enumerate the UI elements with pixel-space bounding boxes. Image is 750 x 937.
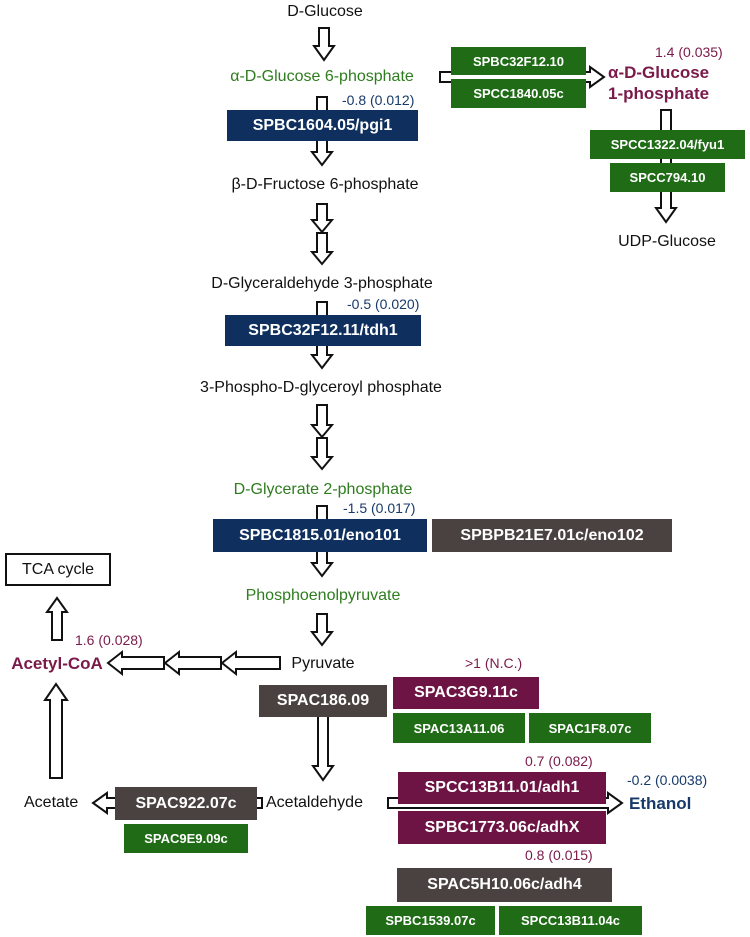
arrow-f6p-step1 — [309, 203, 335, 234]
arrow-pep-to-pyruvate — [309, 613, 335, 647]
metabolite-phosphoglyceroyl-phosphate: 3-Phospho-D-glyceroyl phosphate — [200, 379, 442, 396]
value-pgi1: -0.8 (0.012) — [342, 92, 415, 108]
metabolite-acetate: Acetate — [24, 794, 79, 811]
arrow-f6p-step2 — [309, 232, 335, 266]
gene-spac1f8-07c: SPAC1F8.07c — [529, 713, 651, 743]
metabolite-acetyl-coa: Acetyl-CoA — [11, 654, 103, 673]
metabolite-glucose-1-phosphate-line2: 1-phosphate — [608, 84, 710, 103]
gene-spac9e9-09c: SPAC9E9.09c — [124, 824, 248, 853]
gene-spbc32f12-10: SPBC32F12.10 — [451, 47, 586, 75]
metabolite-pyruvate: Pyruvate — [291, 655, 355, 672]
gene-spbc1539-07c: SPBC1539.07c — [366, 906, 495, 935]
gene-tdh1: SPBC32F12.11/tdh1 — [225, 315, 421, 346]
gene-spcc1840-05c: SPCC1840.05c — [451, 79, 586, 108]
metabolite-phosphoenolpyruvate: Phosphoenolpyruvate — [245, 587, 401, 604]
arrow-pyruvate-to-acetylcoa-2 — [163, 649, 222, 677]
gene-spac186-09: SPAC186.09 — [259, 685, 387, 717]
gene-pgi1: SPBC1604.05/pgi1 — [227, 110, 418, 141]
gene-spac3g9-11c: SPAC3G9.11c — [393, 677, 539, 709]
arrow-acetate-to-acetylcoa — [43, 682, 69, 779]
metabolite-glucose-6-phosphate: α-D-Glucose 6-phosphate — [230, 68, 414, 85]
gene-spac922-07c: SPAC922.07c — [115, 787, 257, 820]
gene-fyu1: SPCC1322.04/fyu1 — [590, 130, 745, 159]
gene-adhx: SPBC1773.06c/adhX — [398, 811, 606, 844]
gene-spcc13b11-04c: SPCC13B11.04c — [499, 906, 642, 935]
arrow-glucose-to-g6p — [312, 27, 336, 62]
metabolite-d-glucose: D-Glucose — [287, 3, 363, 20]
metabolite-glycerate-2-phosphate: D-Glycerate 2-phosphate — [233, 481, 413, 498]
metabolite-glucose-1-phosphate-line1: α-D-Glucose — [608, 63, 710, 82]
gene-adh4: SPAC5H10.06c/adh4 — [397, 868, 612, 902]
arrow-bpg-step2 — [309, 437, 335, 471]
arrow-pyruvate-to-acetylcoa-1 — [220, 649, 281, 677]
value-adhx: 0.8 (0.015) — [525, 847, 593, 863]
metabolite-acetaldehyde: Acetaldehyde — [266, 794, 363, 811]
metabolite-ethanol: Ethanol — [629, 794, 692, 813]
arrow-acetylcoa-to-tca — [45, 596, 69, 641]
gene-spac13a11-06: SPAC13A11.06 — [393, 713, 525, 743]
value-eno101: -1.5 (0.017) — [343, 500, 416, 516]
gene-spcc794-10: SPCC794.10 — [610, 163, 725, 192]
value-adh1: 0.7 (0.082) — [525, 753, 593, 769]
value-tdh1: -0.5 (0.020) — [347, 296, 420, 312]
gene-eno102: SPBPB21E7.01c/eno102 — [432, 519, 672, 552]
arrow-bpg-step1 — [309, 404, 335, 439]
value-spac3g9-11c: >1 (N.C.) — [465, 655, 523, 671]
gene-adh1: SPCC13B11.01/adh1 — [398, 772, 606, 804]
metabolite-fructose-6-phosphate: β-D-Fructose 6-phosphate — [231, 176, 419, 193]
value-acetyl-coa: 1.6 (0.028) — [75, 632, 143, 648]
arrow-pyruvate-to-acetylcoa-3 — [106, 649, 165, 677]
tca-cycle-box: TCA cycle — [5, 553, 111, 586]
value-ethanol: -0.2 (0.0038) — [627, 772, 708, 788]
metabolite-udp-glucose: UDP-Glucose — [618, 233, 716, 250]
gene-eno101: SPBC1815.01/eno101 — [213, 519, 427, 552]
value-glucose-1-phosphate: 1.4 (0.035) — [655, 44, 723, 60]
metabolite-glyceraldehyde-3-phosphate: D-Glyceraldehyde 3-phosphate — [211, 275, 433, 292]
